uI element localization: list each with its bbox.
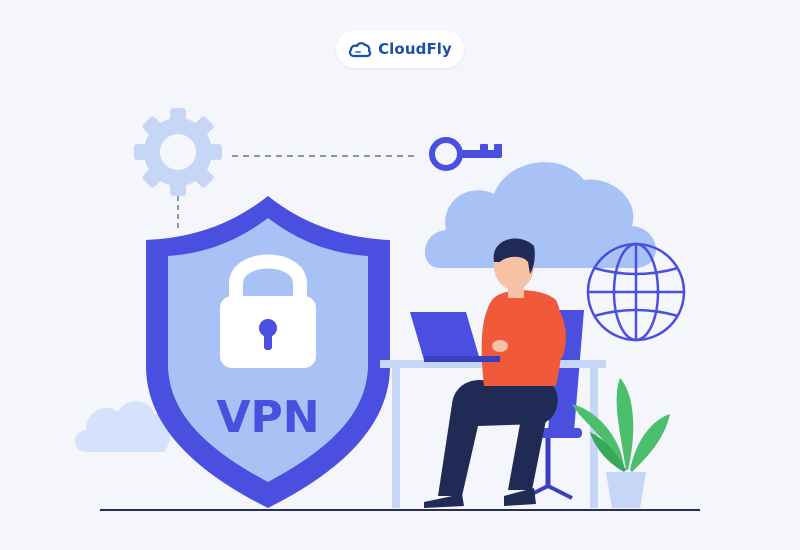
vpn-shield: VPN	[146, 196, 390, 508]
laptop	[410, 312, 500, 362]
desk-leg-left	[392, 368, 400, 508]
gear-icon	[134, 108, 222, 196]
person-legs	[438, 380, 558, 496]
cloud-icon	[348, 42, 372, 58]
key-icon	[429, 137, 502, 171]
globe-icon	[586, 242, 686, 342]
person-hand	[492, 340, 508, 352]
person-arm	[504, 300, 566, 358]
background-cloud	[424, 162, 656, 268]
potted-plant	[572, 378, 670, 508]
brand-name: CloudFly	[378, 40, 452, 58]
left-cloud	[74, 400, 171, 452]
padlock-icon	[220, 254, 316, 368]
shoe-right	[504, 488, 536, 506]
vpn-label: VPN	[216, 392, 319, 443]
person-leg-back	[508, 420, 546, 490]
person-hair	[493, 238, 535, 274]
brand-logo: CloudFly	[336, 30, 464, 68]
shoe-left	[424, 494, 464, 508]
person-torso	[481, 290, 563, 386]
